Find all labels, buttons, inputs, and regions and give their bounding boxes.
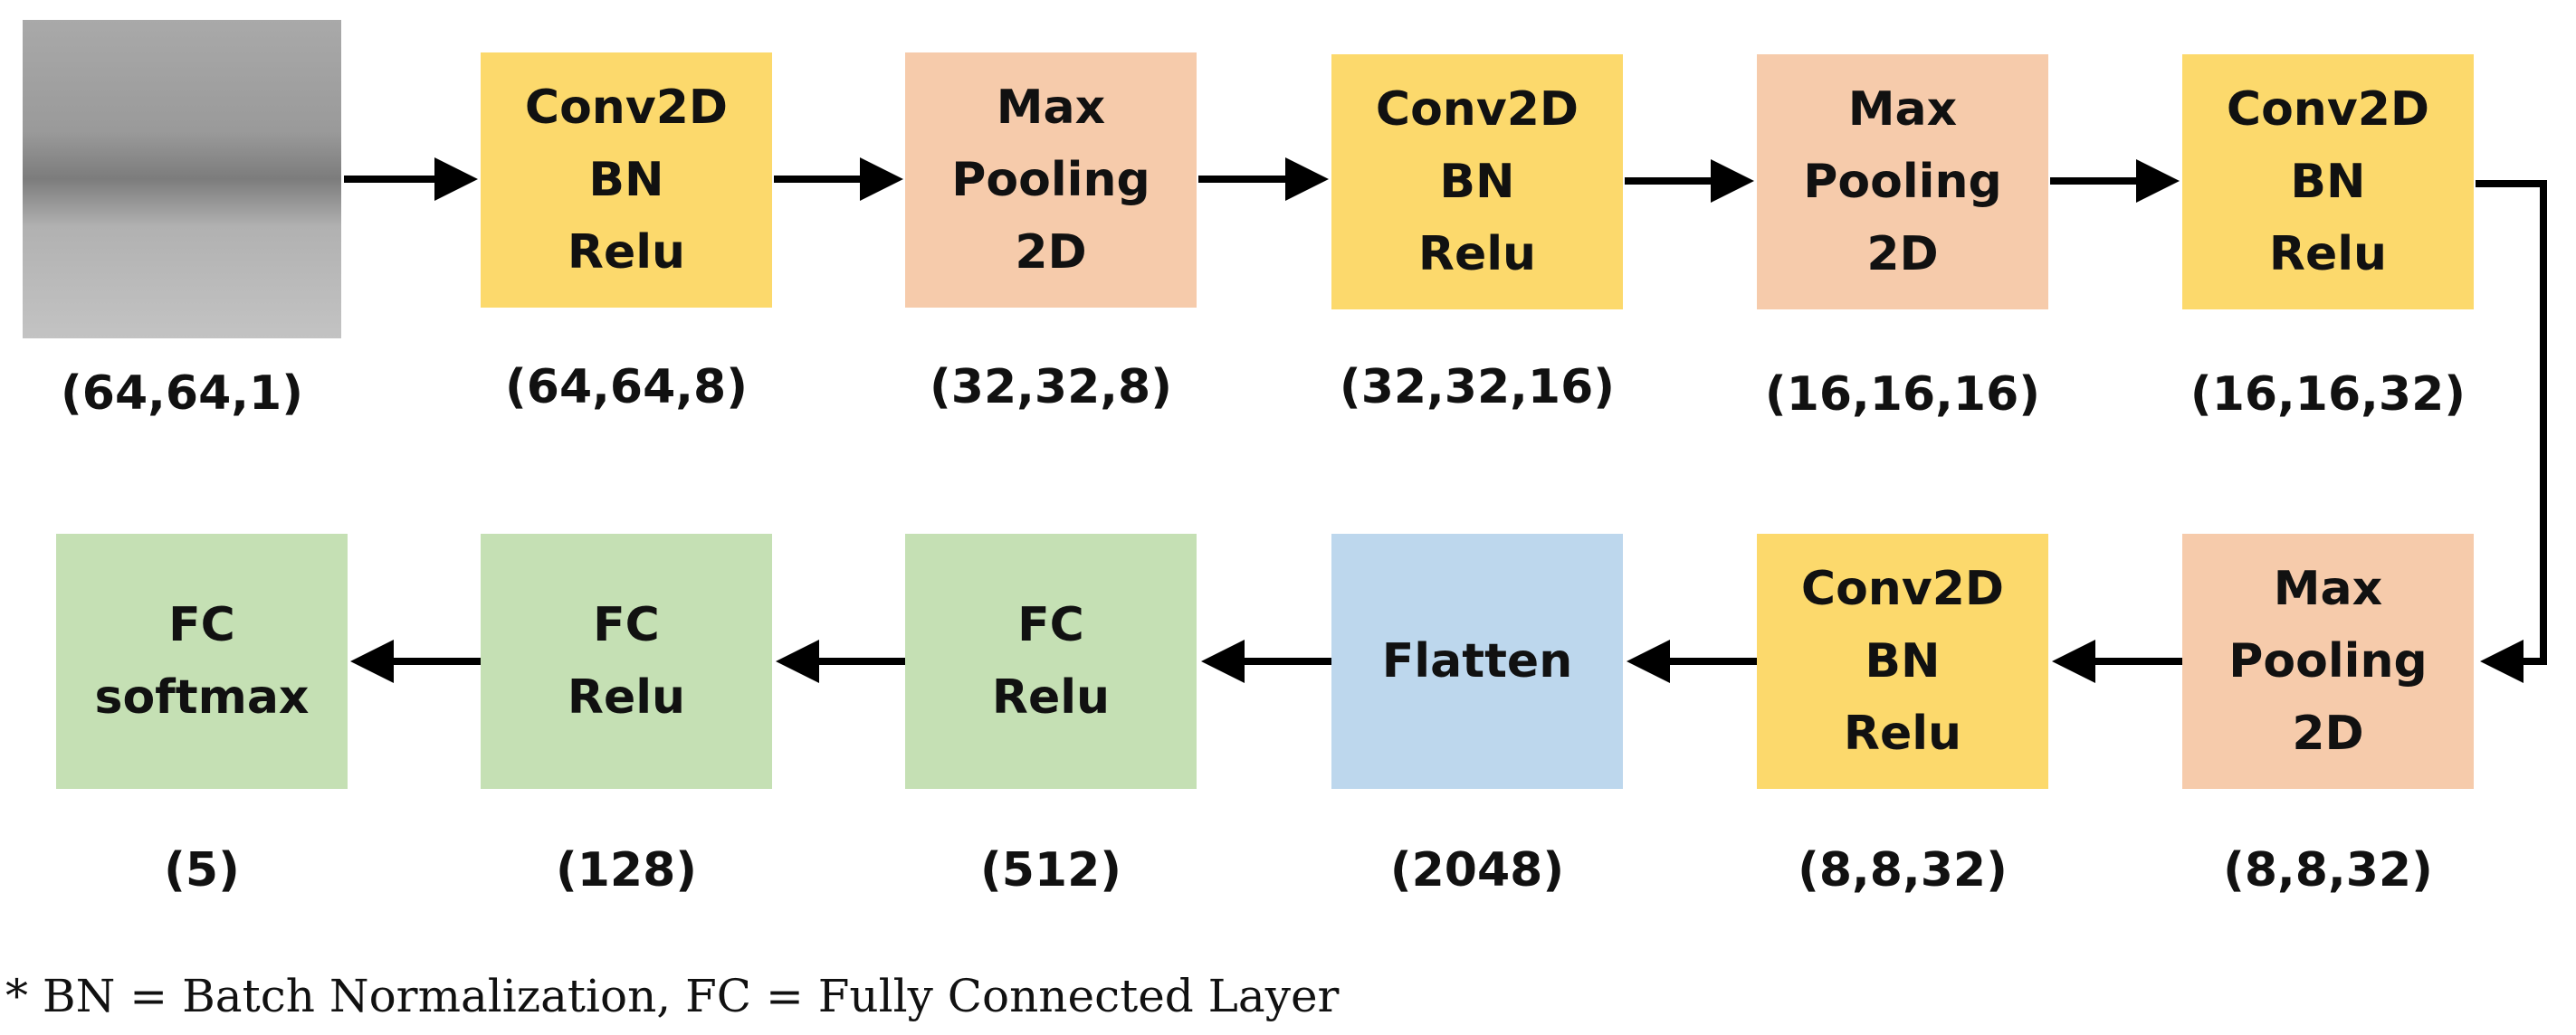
flatten-block: Flatten [1331,534,1623,789]
fc-relu-block-2: FC Relu [481,534,772,789]
max-pooling-block-2: Max Pooling 2D [1757,54,2048,309]
max-pooling-block-3: Max Pooling 2D [2182,534,2474,789]
shape-label-7: (8,8,32) [1798,843,2008,897]
input-shape-label: (64,64,1) [61,366,303,421]
shape-label-9: (512) [979,843,1122,897]
shape-label-10: (128) [555,843,698,897]
shape-label-1: (64,64,8) [505,360,748,414]
fc-softmax-block: FC softmax [56,534,348,789]
max-pooling-block-1: Max Pooling 2D [905,52,1197,308]
conv2d-bn-relu-block-2: Conv2D BN Relu [1331,54,1623,309]
shape-label-3: (32,32,16) [1339,360,1616,414]
shape-label-5: (16,16,32) [2190,367,2466,422]
conv2d-bn-relu-block-1: Conv2D BN Relu [481,52,772,308]
fc-relu-block-1: FC Relu [905,534,1197,789]
conv2d-bn-relu-block-4: Conv2D BN Relu [1757,534,2048,789]
shape-label-4: (16,16,16) [1764,367,2041,422]
footnote: * BN = Batch Normalization, FC = Fully C… [5,970,1340,1022]
arrow-conv3-to-pool3 [2476,180,2547,683]
shape-label-6: (8,8,32) [2223,843,2433,897]
shape-label-2: (32,32,8) [930,360,1172,414]
conv2d-bn-relu-block-3: Conv2D BN Relu [2182,54,2474,309]
input-image [23,20,341,338]
shape-label-8: (2048) [1389,843,1565,897]
shape-label-11: (5) [164,843,240,897]
